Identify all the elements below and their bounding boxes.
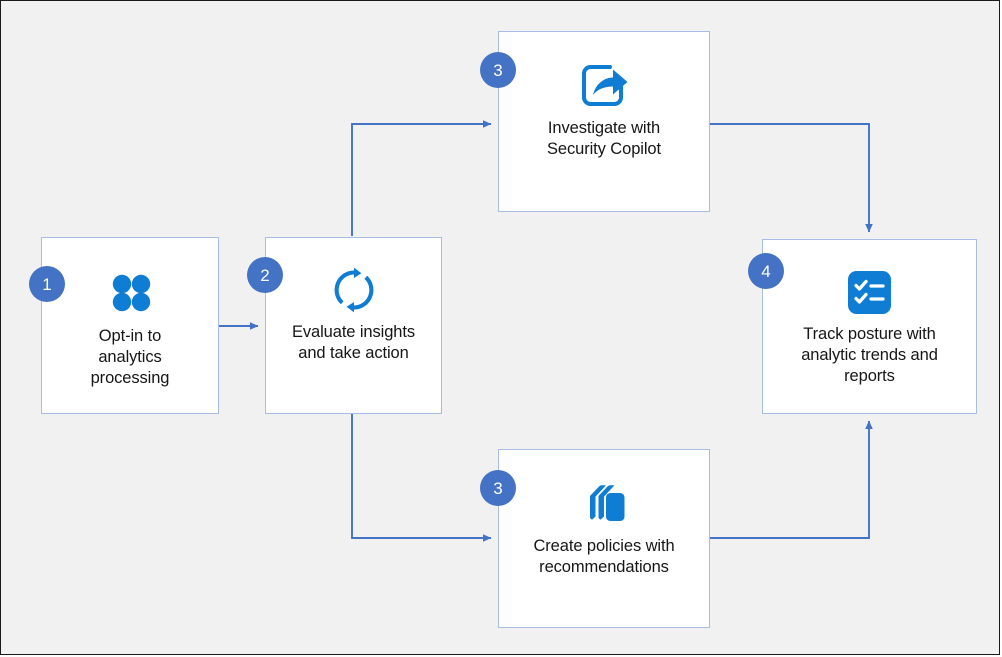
four-dots-grid-icon: [107, 260, 153, 324]
connector-2-to-3a: [351, 120, 492, 236]
share-export-icon: [579, 54, 629, 118]
step-badge-3-bottom: 3: [480, 470, 516, 506]
connector-2-to-3b: [351, 414, 492, 542]
step-badge-1: 1: [29, 266, 65, 302]
connector-3a-to-4: [710, 123, 873, 233]
node-track-posture-with-analytic-trends-and-reports[interactable]: Track posture with analytic trends and r…: [762, 239, 977, 414]
node-create-policies-with-recommendations[interactable]: Create policies with recommendations: [498, 449, 710, 628]
connector-3b-to-4: [710, 420, 873, 539]
node-investigate-with-security-copilot[interactable]: Investigate with Security Copilot: [498, 31, 710, 212]
step-badge-2: 2: [247, 257, 283, 293]
node-evaluate-insights-and-take-action[interactable]: Evaluate insights and take action: [265, 237, 442, 414]
step-badge-4: 4: [748, 253, 784, 289]
node-label: Opt-in to analytics processing: [90, 327, 170, 387]
node-label: Investigate with Security Copilot: [547, 119, 661, 158]
node-label: Track posture with analytic trends and r…: [801, 325, 938, 385]
step-badge-3-top: 3: [480, 52, 516, 88]
layers-stack-icon: [579, 472, 629, 536]
checklist-icon: [847, 260, 892, 324]
node-opt-in-to-analytics-processing[interactable]: Opt-in to analytics processing: [41, 237, 219, 414]
node-label: Create policies with recommendations: [533, 537, 675, 576]
refresh-cycle-icon: [329, 258, 379, 322]
node-label: Evaluate insights and take action: [291, 323, 416, 362]
